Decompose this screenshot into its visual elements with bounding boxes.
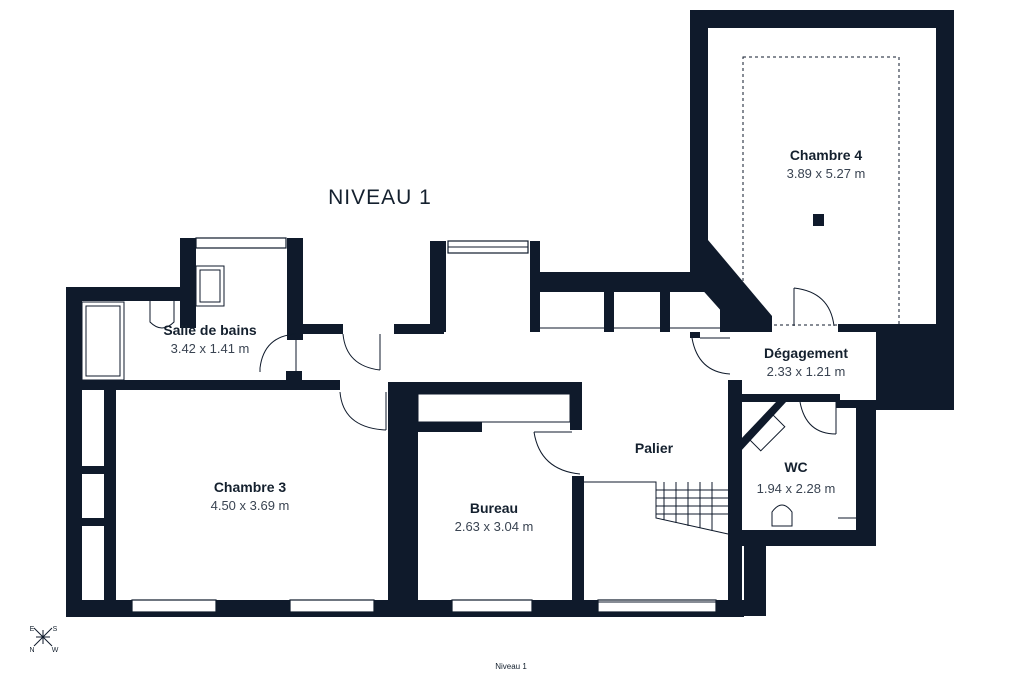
- compass-w: W: [52, 647, 59, 654]
- palier-name: Palier: [635, 440, 674, 456]
- compass-s: S: [53, 626, 58, 633]
- bureau-name: Bureau: [470, 500, 518, 516]
- salle-de-bains-dims: 3.42 x 1.41 m: [171, 341, 250, 356]
- compass-icon: E S N W: [29, 626, 58, 654]
- chambre4-dims: 3.89 x 5.27 m: [787, 166, 866, 181]
- wc-dims: 1.94 x 2.28 m: [757, 481, 836, 496]
- closet-walls: [430, 240, 740, 332]
- degagement-dims: 2.33 x 1.21 m: [767, 364, 846, 379]
- degagement-name: Dégagement: [764, 345, 848, 361]
- salle-de-bains-name: Salle de bains: [163, 322, 257, 338]
- wc-name: WC: [784, 459, 807, 475]
- plan-title: NIVEAU 1: [328, 186, 432, 209]
- bathroom-walls: [66, 237, 444, 617]
- bureau-dims: 2.63 x 3.04 m: [455, 519, 534, 534]
- compass-e: E: [30, 626, 35, 633]
- chambre4-name: Chambre 4: [790, 147, 863, 163]
- compass-n: N: [29, 647, 34, 654]
- wc-walls: [740, 400, 876, 616]
- bureau-walls: [388, 382, 745, 617]
- doors: [259, 287, 837, 475]
- stairs: [584, 380, 742, 602]
- chambre3-walls: [66, 371, 418, 617]
- chambre3-name: Chambre 3: [214, 479, 287, 495]
- chambre3-dims: 4.50 x 3.69 m: [211, 498, 290, 513]
- footer-label: Niveau 1: [495, 662, 527, 671]
